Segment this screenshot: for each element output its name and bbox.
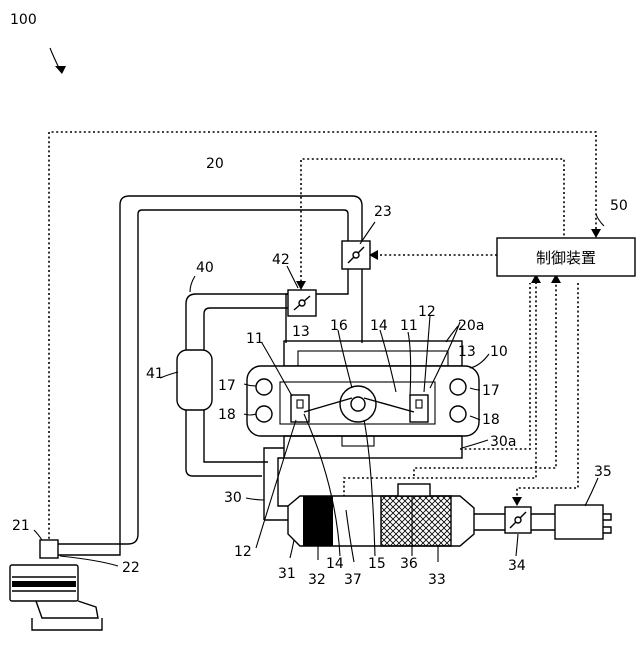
egr-cooler <box>177 350 212 410</box>
label-egr-pipe: 40 <box>196 260 214 276</box>
label-valve-bottom: 12 <box>234 544 252 560</box>
label-port-18-right: 18 <box>482 412 500 428</box>
egr-valve <box>288 290 316 316</box>
label-system: 100 <box>10 12 37 28</box>
label-cylinder-left: 11 <box>246 331 264 347</box>
air-cleaner <box>10 540 102 630</box>
label-crank: 16 <box>330 318 348 334</box>
port-17-left <box>256 379 272 395</box>
signal-arrow-egr <box>296 281 306 290</box>
label-intake-manifold: 20a <box>458 318 484 334</box>
airflow-signal-line <box>49 132 596 548</box>
intake-manifold <box>284 341 462 366</box>
filter <box>381 496 451 546</box>
exhaust-manifold <box>284 436 462 458</box>
label-airflow-meter: 22 <box>122 560 140 576</box>
label-egr-cooler: 41 <box>146 366 164 382</box>
label-exhaust-manifold: 30a <box>490 434 516 450</box>
label-port-18-left: 18 <box>218 407 236 423</box>
label-cylinder-right: 11 <box>400 318 418 334</box>
catalyst <box>303 496 333 546</box>
label-piston-bottom: 14 <box>326 556 344 572</box>
signal-arrow-exhaust-valve <box>512 497 522 506</box>
label-intake-pipe: 20 <box>206 156 224 172</box>
label-catalyst: 32 <box>308 572 326 588</box>
label-port-17-right: 17 <box>482 383 500 399</box>
muffler <box>555 505 603 539</box>
exhaust-pipe <box>264 448 611 546</box>
port-18-left <box>256 406 272 422</box>
label-egr-valve: 42 <box>272 252 290 268</box>
label-controller-ref: 50 <box>610 198 628 214</box>
signal-arrow-controller <box>591 229 601 238</box>
control-signal-lines <box>49 132 601 548</box>
system-arrow-head <box>55 66 66 74</box>
port-17-right <box>450 379 466 395</box>
label-filter-case: 33 <box>428 572 446 588</box>
label-filter: 36 <box>400 556 418 572</box>
label-piston-left: 14 <box>370 318 388 334</box>
label-chamber-left: 13 <box>292 324 310 340</box>
label-valve-right: 12 <box>418 304 436 320</box>
label-exhaust-pipe: 30 <box>224 490 242 506</box>
label-air-cleaner: 21 <box>12 518 30 534</box>
label-port-17-left: 17 <box>218 378 236 394</box>
port-18-right <box>450 406 466 422</box>
throttle-valve <box>342 241 370 269</box>
label-exhaust-valve: 34 <box>508 558 526 574</box>
label-engine: 10 <box>490 344 508 360</box>
controller-label: 制御装置 <box>536 249 596 267</box>
label-throttle-valve: 23 <box>374 204 392 220</box>
label-shaft: 15 <box>368 556 386 572</box>
exhaust-valve-control-line <box>517 283 578 498</box>
label-exhaust-duct: 31 <box>278 566 296 582</box>
label-chamber-right: 13 <box>458 344 476 360</box>
label-pressure-sensor: 37 <box>344 572 362 588</box>
exhaust-valve <box>505 507 531 533</box>
label-muffler: 35 <box>594 464 612 480</box>
